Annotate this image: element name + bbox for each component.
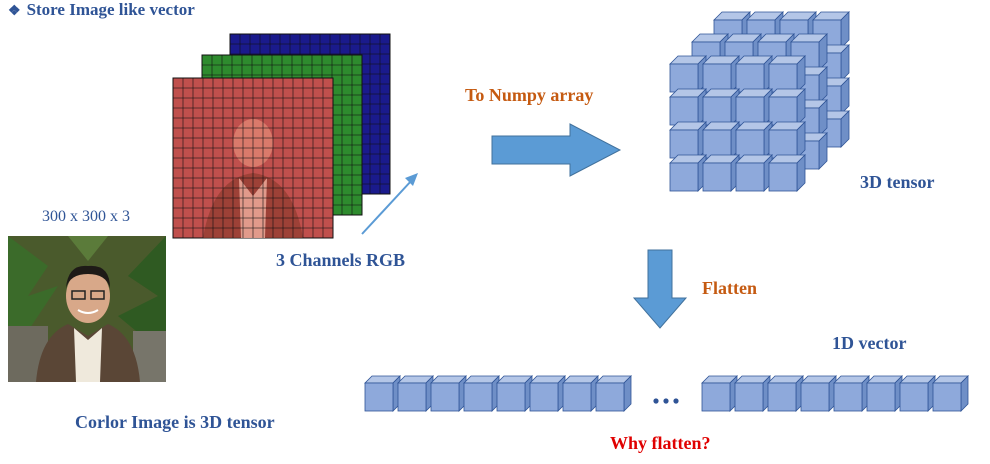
vector-cell	[734, 375, 771, 412]
portrait-photo	[8, 236, 166, 382]
bullet-diamond-icon: ❖	[8, 4, 21, 19]
tensor-cell	[669, 55, 707, 93]
red-channel-layer	[172, 77, 334, 239]
tensor-label: 3D tensor	[860, 172, 935, 192]
down-arrow-icon	[632, 249, 688, 329]
tensor-cell	[702, 88, 740, 126]
tensor-cell	[669, 88, 707, 126]
tensor-cell	[735, 154, 773, 192]
vector-1d-row	[364, 375, 969, 412]
vector-cell	[899, 375, 936, 412]
tensor-cell	[735, 55, 773, 93]
vector-cell	[866, 375, 903, 412]
slide-title: ❖ Store Image like vector	[8, 0, 195, 20]
tensor-cell	[702, 154, 740, 192]
slide-title-text: Store Image like vector	[26, 0, 195, 19]
vector-cell	[833, 375, 870, 412]
tensor-cell	[768, 55, 806, 93]
image-dimensions-label: 300 x 300 x 3	[42, 208, 130, 225]
numpy-label: To Numpy array	[465, 85, 594, 105]
vector-cell	[767, 375, 804, 412]
ellipsis-dots	[653, 398, 679, 404]
right-arrow-icon	[491, 123, 622, 177]
vector-cell	[430, 375, 467, 412]
tensor-cell	[669, 154, 707, 192]
vector-cell	[496, 375, 533, 412]
vector-cell	[397, 375, 434, 412]
vector-cell	[529, 375, 566, 412]
tensor-cell	[768, 121, 806, 159]
caption: Corlor Image is 3D tensor	[75, 412, 275, 432]
vector-cell	[562, 375, 599, 412]
pointer-arrow-icon	[361, 173, 418, 235]
rgb-channel-stack	[172, 33, 391, 239]
tensor-cell	[768, 88, 806, 126]
channels-label: 3 Channels RGB	[276, 250, 406, 270]
vector-label: 1D vector	[832, 333, 907, 353]
tensor-cell	[669, 121, 707, 159]
vector-cell	[701, 375, 738, 412]
vector-cell	[595, 375, 632, 412]
tensor-cell	[735, 88, 773, 126]
flatten-label: Flatten	[702, 278, 757, 298]
vector-cell	[932, 375, 969, 412]
vector-cell	[364, 375, 401, 412]
tensor-cell	[702, 55, 740, 93]
tensor-3d-cube	[669, 11, 850, 192]
question-label: Why flatten?	[610, 433, 711, 453]
tensor-cell	[702, 121, 740, 159]
tensor-cell	[768, 154, 806, 192]
vector-cell	[800, 375, 837, 412]
vector-cell	[463, 375, 500, 412]
tensor-cell	[735, 121, 773, 159]
